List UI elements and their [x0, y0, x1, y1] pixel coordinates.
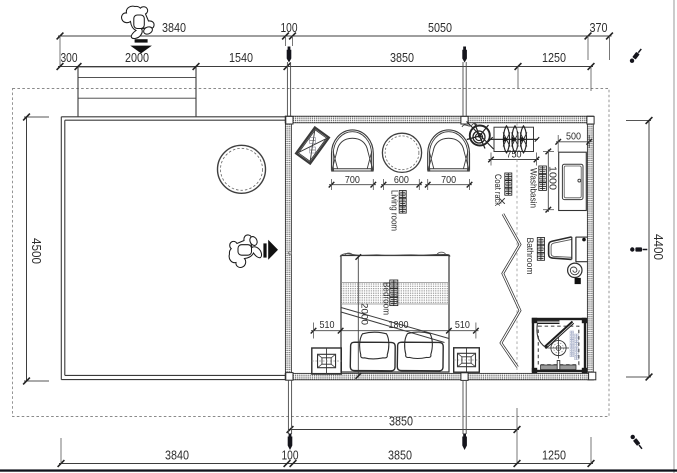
svg-text:Living room: Living room [390, 190, 400, 231]
svg-text:3840: 3840 [162, 20, 186, 35]
svg-text:3840: 3840 [165, 448, 189, 463]
svg-text:1250: 1250 [542, 448, 566, 463]
svg-text:1540: 1540 [229, 50, 253, 65]
svg-text:510: 510 [320, 319, 335, 331]
svg-text:1000: 1000 [547, 166, 559, 190]
svg-text:2000: 2000 [359, 303, 370, 325]
svg-text:4400: 4400 [651, 234, 666, 260]
svg-text:1800: 1800 [389, 319, 409, 331]
svg-text:5050: 5050 [428, 20, 452, 35]
svg-text:100: 100 [281, 20, 298, 35]
svg-text:2000: 2000 [125, 50, 149, 65]
svg-text:700: 700 [441, 174, 456, 186]
svg-text:Bathroom: Bathroom [525, 238, 535, 275]
svg-text:Washbasin: Washbasin [529, 168, 539, 208]
svg-text:3850: 3850 [388, 448, 412, 463]
svg-text:300: 300 [61, 50, 78, 65]
svg-text:3850: 3850 [389, 414, 413, 429]
svg-text:Coat rack: Coat rack [493, 174, 503, 206]
svg-text:1250: 1250 [542, 50, 566, 65]
svg-text:3850: 3850 [390, 50, 414, 65]
svg-text:370: 370 [590, 20, 608, 35]
svg-text:500: 500 [566, 131, 581, 143]
svg-text:510: 510 [455, 319, 470, 331]
svg-text:4500: 4500 [29, 238, 44, 264]
svg-text:750: 750 [507, 149, 522, 161]
svg-text:Bedroom: Bedroom [382, 282, 392, 315]
svg-text:600: 600 [394, 174, 409, 186]
svg-text:700: 700 [345, 174, 360, 186]
svg-text:100: 100 [282, 448, 299, 463]
